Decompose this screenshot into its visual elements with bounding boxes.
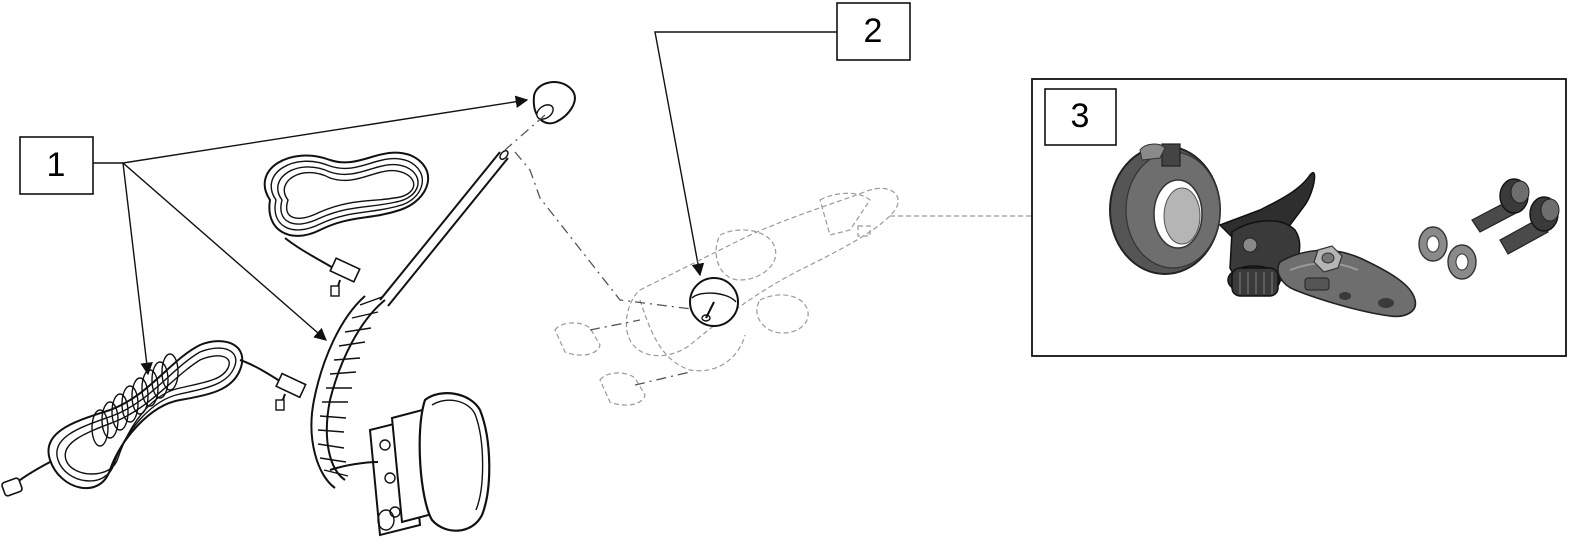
cable-spring-wrap bbox=[91, 353, 179, 447]
mount-bracket bbox=[329, 392, 491, 537]
cap-screws bbox=[1471, 178, 1560, 255]
ball-joint bbox=[689, 277, 739, 327]
callout-2-label: 2 bbox=[864, 12, 883, 50]
callout-2-leader bbox=[654, 31, 837, 277]
antenna-rod bbox=[379, 150, 509, 307]
tip-centerline bbox=[504, 114, 546, 151]
coiled-cable-upper bbox=[263, 151, 430, 297]
gooseneck-wrap bbox=[310, 295, 386, 489]
clamp-lever bbox=[1218, 172, 1316, 297]
callout-1: 1 bbox=[19, 136, 94, 195]
clamp-arm bbox=[1277, 245, 1417, 318]
callout-2: 2 bbox=[836, 2, 911, 61]
ghost-bracket-assembly bbox=[554, 187, 899, 406]
clamp-nut bbox=[1313, 245, 1343, 273]
coiled-cable-lower bbox=[1, 340, 307, 497]
washers bbox=[1418, 226, 1477, 280]
callout-1-leaders bbox=[93, 95, 529, 376]
callout-3-label: 3 bbox=[1071, 97, 1090, 135]
assembly-centerline bbox=[514, 151, 701, 311]
foam-tip bbox=[532, 81, 576, 125]
callout-1-label: 1 bbox=[47, 146, 66, 184]
clamp-knurled-knob bbox=[1227, 265, 1281, 297]
clamp-ring bbox=[1109, 143, 1221, 275]
